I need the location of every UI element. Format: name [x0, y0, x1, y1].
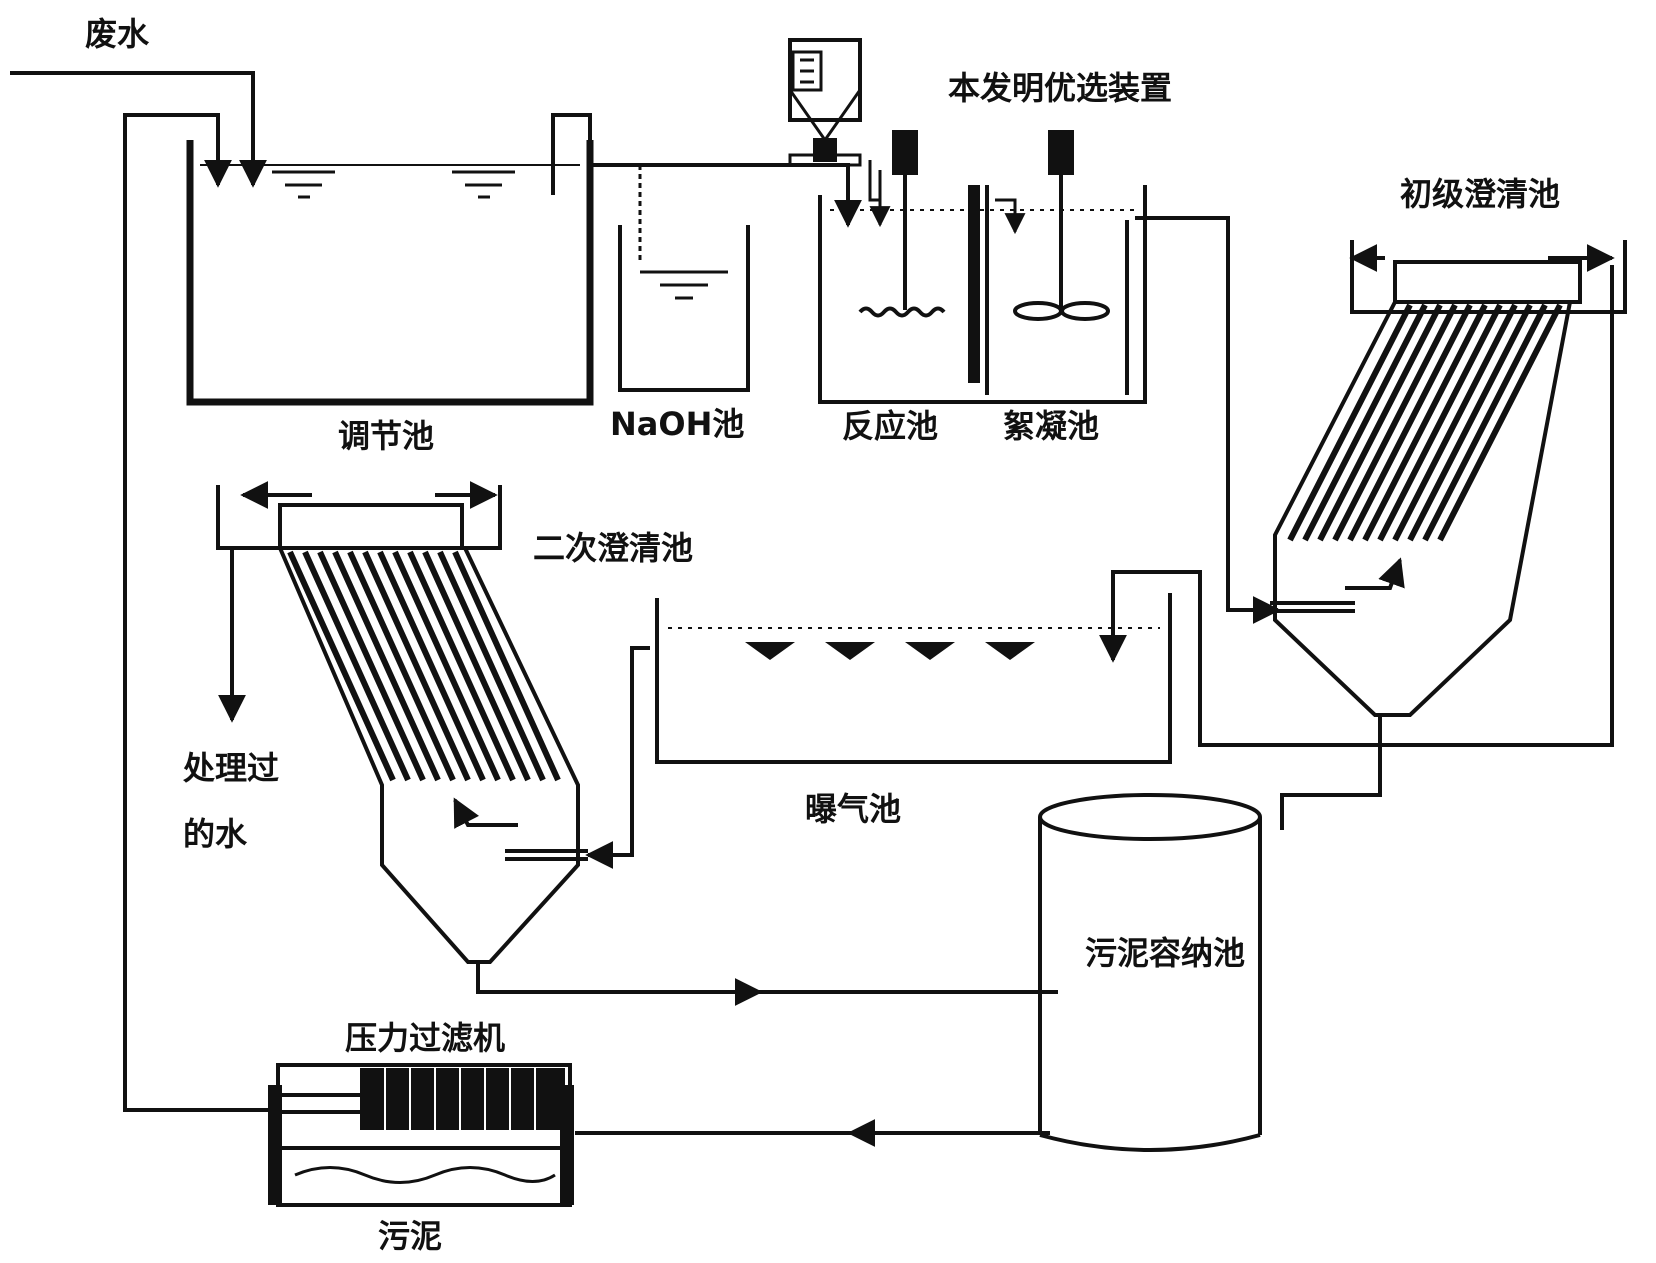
flocculation-tank-label: 絮凝池 — [1003, 407, 1100, 445]
pressure-filter-label: 压力过滤机 — [345, 1019, 506, 1057]
treated-water-label-line1: 处理过 — [183, 749, 280, 787]
pipe-to-aeration-tank — [1099, 570, 1380, 747]
primary-clarifier — [1270, 240, 1627, 747]
pipe-to-secondary-clarifier — [585, 646, 650, 869]
sludge-pipe-primary — [1280, 745, 1382, 830]
reaction-flocculation-tank — [818, 130, 1147, 404]
transfer-pipe-to-reaction — [551, 113, 862, 228]
inclined-plates — [1287, 303, 1563, 542]
pipe-to-primary-clarifier — [1125, 216, 1281, 624]
naoh-tank — [618, 165, 750, 392]
dosing-hopper — [788, 38, 891, 228]
sludge-holding-tank-label: 污泥容纳池 — [1085, 934, 1246, 972]
reaction-mixer-icon — [858, 130, 946, 318]
naoh-tank-label: NaOH池 — [610, 405, 745, 443]
regulating-tank-label: 调节池 — [338, 417, 435, 455]
reaction-tank-label: 反应池 — [842, 407, 939, 445]
filter-plates-icon — [360, 1068, 565, 1130]
secondary-clarifier-label: 二次澄清池 — [533, 529, 694, 567]
sludge-pipe-secondary — [476, 962, 1058, 1006]
regulating-tank — [186, 140, 594, 406]
waste-water-inlet-pipe — [10, 71, 267, 188]
hopper-control-icon — [791, 50, 823, 92]
aeration-diffuser-icon — [745, 642, 1035, 660]
sludge-label: 污泥 — [378, 1217, 443, 1255]
preferred-device-label: 本发明优选装置 — [948, 69, 1173, 107]
pressure-filter-machine — [268, 1063, 574, 1207]
filtrate-return-pipe — [123, 113, 270, 1112]
waste-water-label: 废水 — [85, 15, 150, 53]
flocculation-mixer-icon — [1013, 130, 1110, 321]
aeration-tank-label: 曝气池 — [805, 790, 902, 828]
sludge-holding-tank — [1038, 793, 1262, 1152]
water-level-icon — [200, 164, 580, 199]
primary-clarifier-label: 初级澄清池 — [1400, 175, 1561, 213]
inclined-plates — [287, 550, 561, 782]
treated-water-label-line2: 的水 — [183, 815, 248, 853]
aeration-tank — [655, 593, 1172, 764]
